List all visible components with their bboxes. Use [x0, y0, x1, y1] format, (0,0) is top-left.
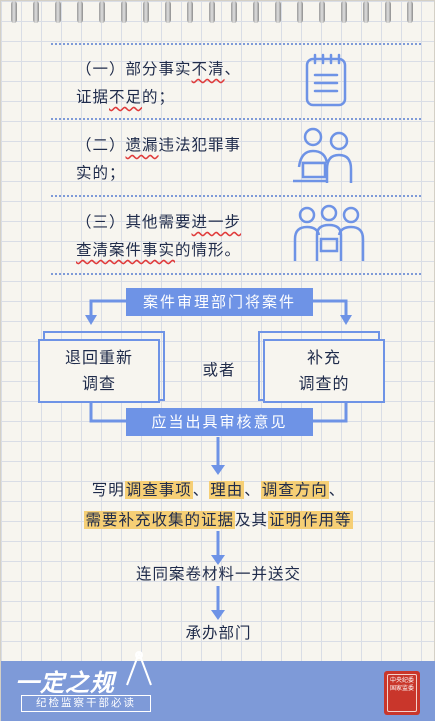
down-arrow-3	[211, 586, 225, 620]
divider	[51, 118, 421, 120]
spiral-binding	[11, 1, 426, 27]
down-arrow-2	[211, 531, 225, 565]
divider	[51, 273, 421, 275]
right-box: 补充调查的	[263, 339, 385, 403]
flow-bottom-label: 应当出具审核意见	[126, 408, 313, 436]
item-2-text: （二）遗漏违法犯罪事 实的；	[76, 136, 242, 182]
seal-logo: 中央纪委 国家监委	[384, 671, 420, 715]
item-3-text: （三）其他需要进一步 查清案件事实的情形。	[76, 213, 242, 259]
item-1-text: （一）部分事实不清、 证据不足的；	[76, 60, 242, 106]
step1-text: 写明调查事项、理由、调查方向、 需要补充收集的证据及其证明作用等	[84, 481, 353, 529]
left-box: 退回重新调查	[38, 339, 160, 403]
notepad-icon	[305, 53, 347, 107]
step2-text: 连同案卷材料一并送交	[135, 565, 301, 583]
divider	[51, 43, 421, 45]
step3-text: 承办部门	[185, 624, 252, 642]
divider	[51, 195, 421, 197]
group-icon	[293, 204, 365, 261]
compass-icon	[126, 651, 152, 686]
down-arrow-1	[211, 437, 225, 475]
connector-text: 或者	[202, 361, 236, 379]
flow-top-label: 案件审理部门将案件	[126, 288, 313, 316]
brand-title: 一定之规	[15, 669, 115, 697]
brand-subtitle: 纪检监察干部必读	[21, 695, 151, 712]
people-meeting-icon	[293, 127, 353, 183]
